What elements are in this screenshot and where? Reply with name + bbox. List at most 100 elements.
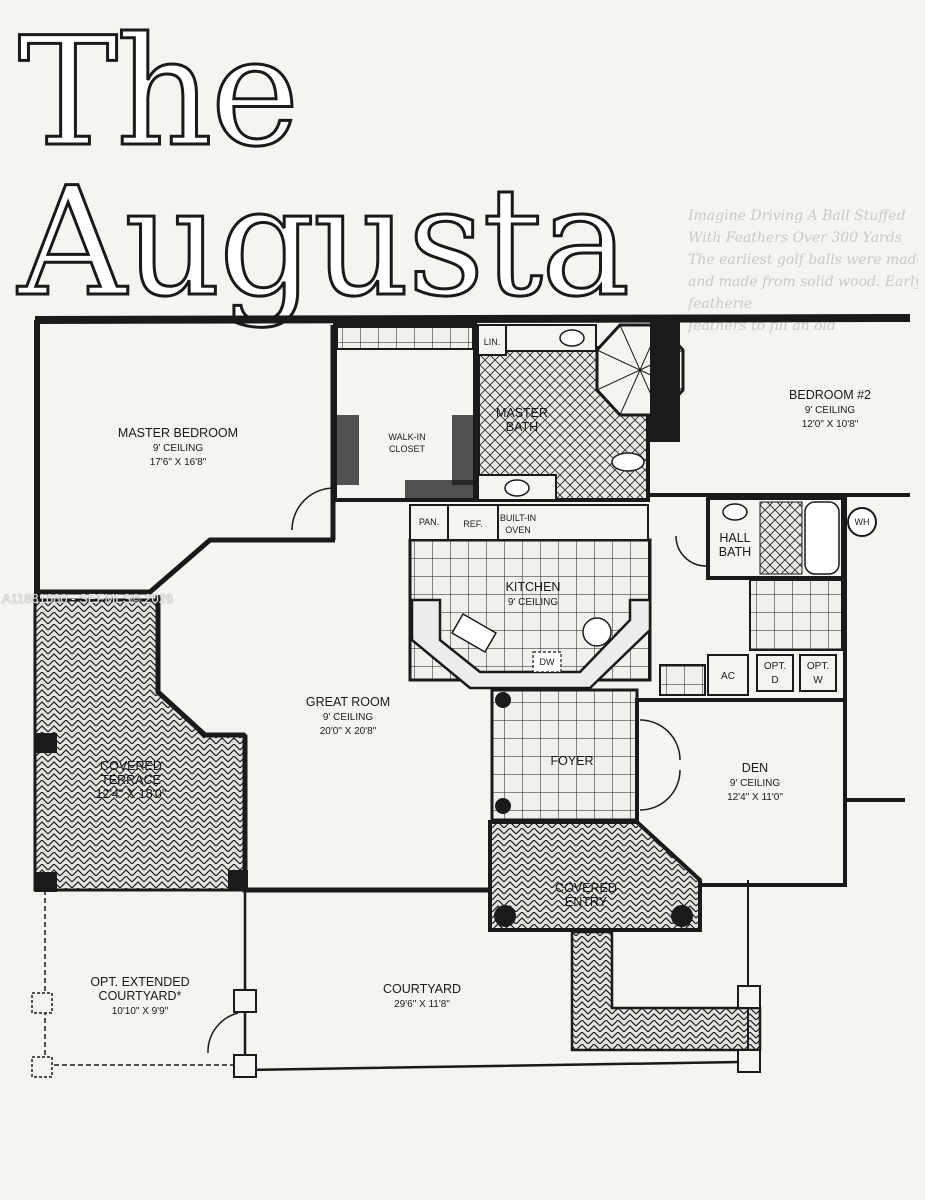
room-name: LIN. [484, 337, 501, 347]
interior-wall [155, 595, 245, 738]
room-name: OPT. EXTENDED [90, 975, 189, 989]
opt-courtyard-line [44, 890, 245, 1066]
room-name: OVEN [505, 525, 531, 535]
bleed-line: With Feathers Over 300 Yards [688, 230, 902, 246]
door-swing [291, 487, 335, 531]
room-name: WALK-IN [388, 432, 425, 442]
terrace-column [35, 872, 57, 892]
hall-bath-tile [759, 501, 803, 575]
courtyard-post [31, 992, 53, 1014]
refrigerator [447, 504, 499, 541]
room-name: FOYER [550, 754, 593, 768]
door-swing [639, 769, 681, 811]
bleed-line: Imagine Driving A Ball Stuffed [688, 208, 906, 224]
room-size: 10'10" X 9'9" [112, 1006, 169, 1017]
bathtub-icon [804, 501, 840, 575]
entry-walkway [570, 930, 762, 1052]
courtyard-post [233, 989, 257, 1013]
bleed-line: The earliest golf balls were made [688, 252, 918, 268]
sink-icon [504, 479, 530, 497]
foyer-column [495, 798, 511, 814]
interior-wall [242, 735, 490, 893]
room-size: 12'0" X 10'8" [802, 419, 859, 430]
room-name: MASTER [496, 406, 548, 420]
fireplace-wall [650, 322, 680, 442]
room-ceiling: 9' CEILING [323, 712, 373, 723]
room-name: W [813, 675, 823, 686]
room-name: TERRACE [101, 773, 161, 787]
room-name: COURTYARD* [99, 989, 182, 1003]
courtyard-post [737, 985, 761, 1009]
room-name: BUILT-IN [500, 513, 536, 523]
door-swing [675, 535, 707, 567]
closet-shelving [337, 415, 359, 485]
closet-shelving [452, 415, 474, 485]
room-name: REF. [463, 519, 483, 529]
interior-wall [38, 537, 335, 595]
opt-dryer [756, 654, 794, 692]
room-name: HALL [719, 531, 750, 545]
interior-wall [843, 495, 905, 802]
opt-washer [799, 654, 837, 692]
room-name: KITCHEN [506, 580, 561, 594]
room-name: DW [540, 657, 555, 667]
room-size: 17'6" X 16'8" [150, 457, 207, 468]
room-size: 12'4" X 11'0" [727, 792, 783, 803]
courtyard-post [233, 1054, 257, 1078]
kitchen-counter [410, 598, 652, 690]
stove-icon [582, 617, 612, 647]
entry-column [494, 905, 516, 927]
sink-icon [559, 329, 585, 347]
room-name: COURTYARD [383, 982, 461, 996]
room-name: BATH [719, 545, 751, 559]
sink-icon [451, 612, 497, 654]
terrace-column [35, 733, 57, 753]
bleed-line: and made from solid wood. Early [688, 274, 918, 290]
built-in-oven [497, 504, 649, 541]
room-name: BEDROOM #2 [789, 388, 871, 402]
room-name: ENTRY [565, 895, 608, 909]
room-name: GREAT ROOM [306, 695, 390, 709]
mls-watermark: A11881680 - SEFMLS© 2026 [2, 591, 174, 606]
room-name: DEN [742, 761, 768, 775]
room-ceiling: 9' CEILING [153, 443, 203, 454]
room-name: OPT. [807, 661, 829, 672]
room-name: WH [855, 517, 870, 527]
room-name: OPT. [764, 661, 786, 672]
door-swing [639, 719, 681, 761]
room-size: 12'4" X 18'0" [96, 787, 167, 801]
toilet-icon [611, 452, 645, 472]
room-name: COVERED [555, 881, 617, 895]
room-ceiling: 9' CEILING [805, 405, 855, 416]
courtyard-post [737, 1049, 761, 1073]
room-size: 20'0" X 20'8" [320, 726, 377, 737]
room-name: COVERED [100, 759, 162, 773]
sink-icon [722, 503, 748, 521]
background-bleed-through-text: Imagine Driving A Ball Stuffed With Feat… [688, 205, 918, 337]
den-walls [635, 698, 847, 887]
covered-terrace-floor [33, 598, 247, 892]
bleed-line: featherie [688, 296, 753, 312]
foyer-column [495, 692, 511, 708]
entry-column [671, 905, 693, 927]
courtyard-post [31, 1056, 53, 1078]
laundry-floor [749, 579, 843, 651]
water-heater-icon [847, 507, 877, 537]
covered-entry-floor [488, 820, 702, 932]
room-ceiling: 9' CEILING [730, 778, 780, 789]
gate-swing [207, 1012, 239, 1054]
room-name: BATH [506, 420, 538, 434]
ac-closet [707, 654, 749, 696]
room-name: AC [721, 671, 735, 682]
room-ceiling: 9' CEILING [508, 597, 558, 608]
stair-icon [659, 664, 706, 696]
room-name: D [771, 675, 778, 686]
room-size: 29'6" X 11'8" [394, 999, 450, 1010]
room-name: PAN. [419, 517, 439, 527]
page-title: The Augusta [17, 6, 632, 330]
dishwasher [532, 651, 562, 673]
closet-shelving [405, 480, 473, 500]
exterior-wall [34, 314, 911, 324]
room-name: MASTER BEDROOM [118, 426, 238, 440]
